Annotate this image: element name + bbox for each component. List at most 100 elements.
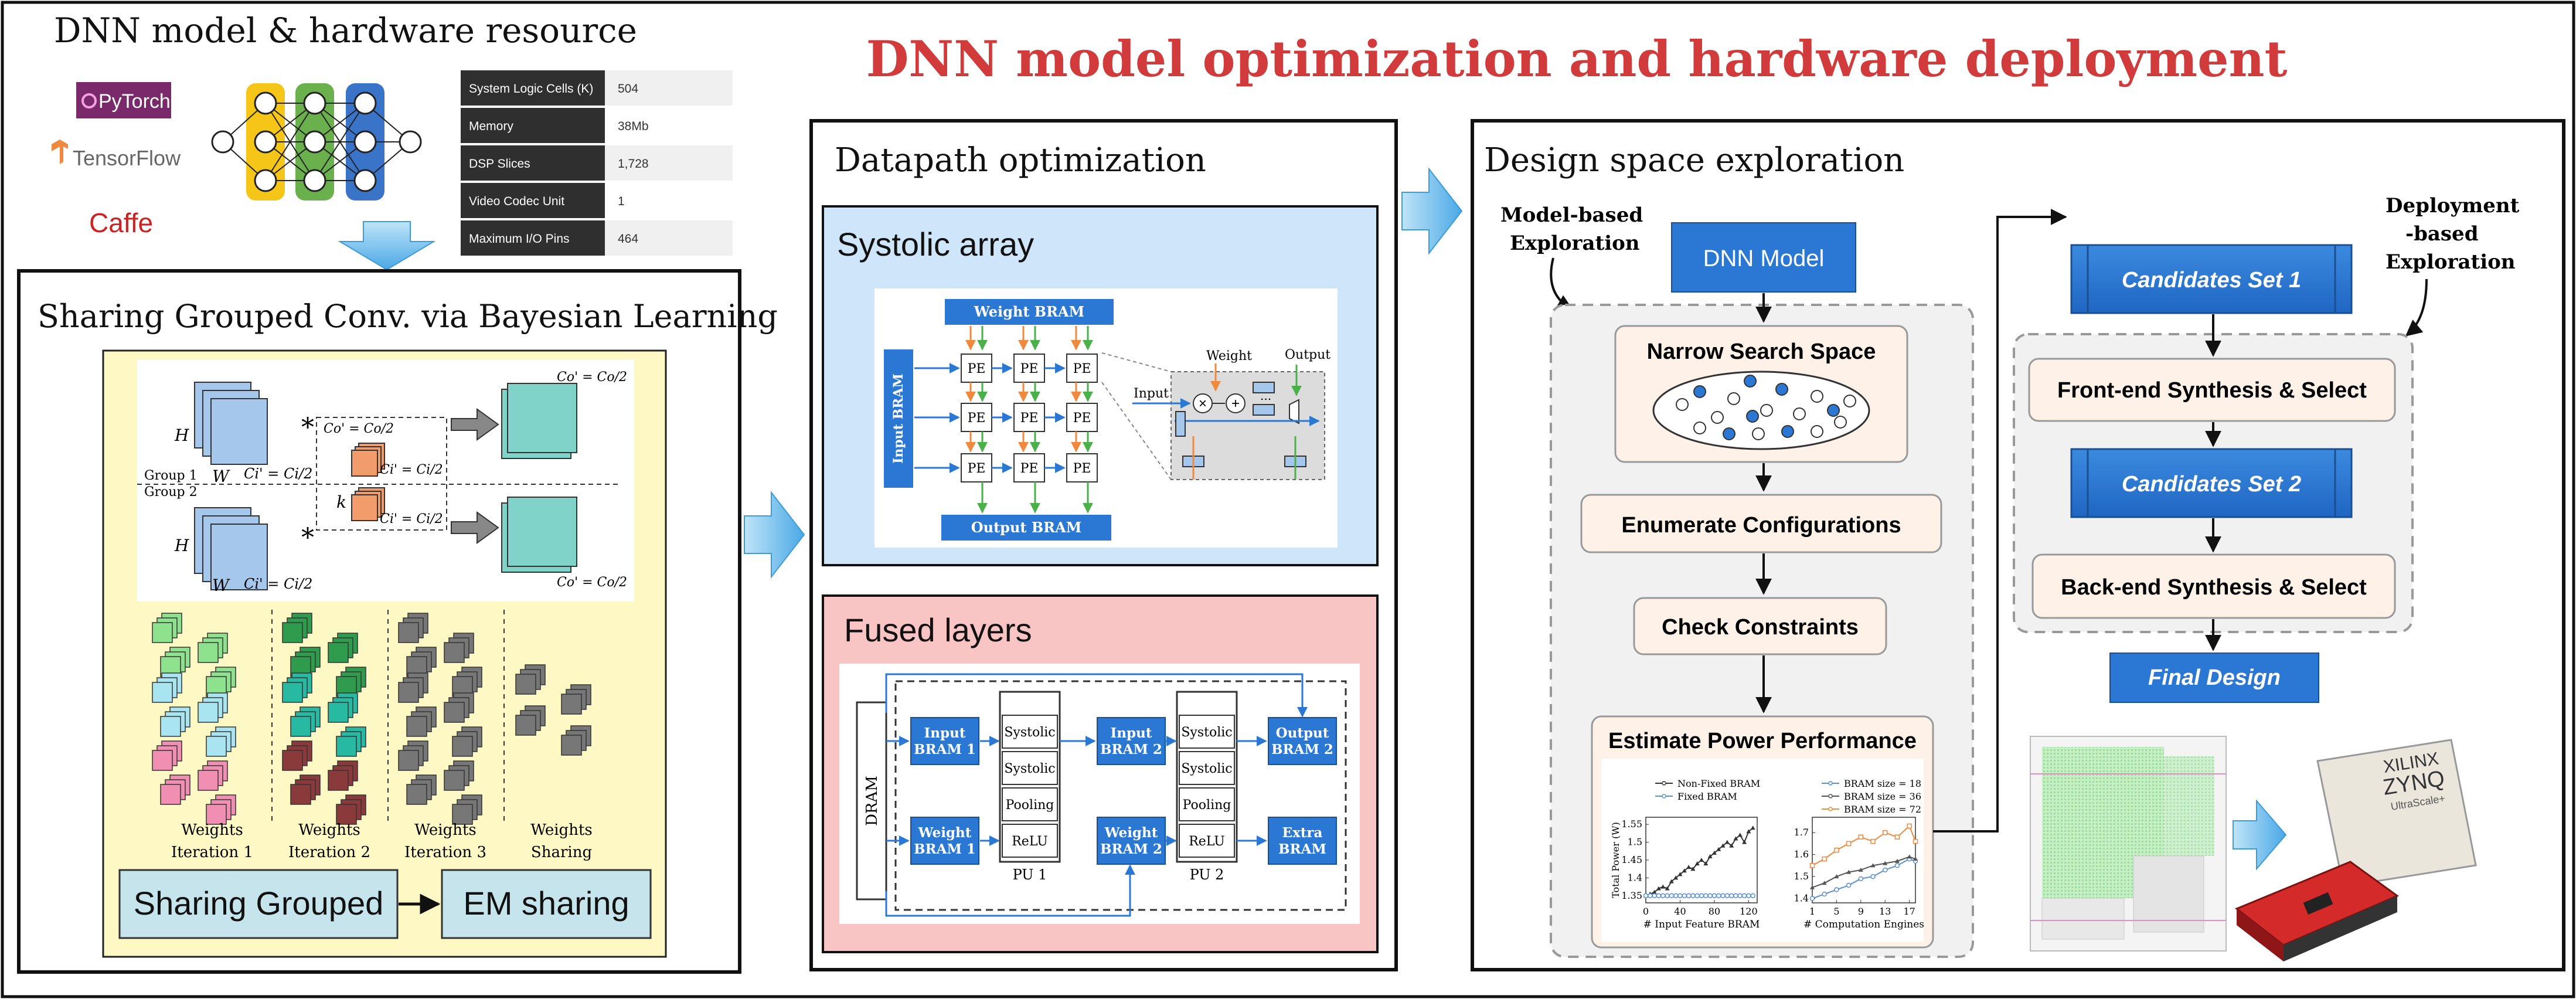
weight-cube	[561, 684, 591, 715]
iteration-label-line1: Weights	[414, 821, 477, 839]
search-point	[1693, 422, 1706, 434]
nn-node	[303, 169, 326, 192]
data-point	[1737, 833, 1743, 837]
data-point	[1665, 893, 1670, 899]
enumerate-box	[1580, 494, 1942, 553]
search-point	[1775, 383, 1788, 396]
label-ci-top: Ci' = Ci/2	[244, 465, 312, 482]
pu-stage	[1179, 715, 1235, 749]
data-point	[1707, 893, 1713, 899]
search-point	[1827, 404, 1840, 417]
conv-star-bottom: *	[301, 523, 314, 553]
nn-input-node	[211, 130, 234, 154]
data-point	[1858, 876, 1864, 882]
pe-cell	[1013, 403, 1045, 432]
fused-block-label: BRAM	[1278, 841, 1326, 857]
pe-register-2	[1253, 404, 1275, 416]
iteration-label-line2: Sharing	[531, 844, 592, 861]
neural-network-icon	[211, 83, 422, 201]
legend-entry: Fixed BRAM	[1677, 791, 1737, 802]
weight-cube	[282, 672, 312, 703]
data-point	[1742, 840, 1747, 844]
deployment-line1: Deployment	[2386, 194, 2520, 218]
fused-block-label: BRAM 2	[1271, 742, 1333, 757]
search-point	[1727, 392, 1740, 405]
pe-cell	[961, 403, 992, 432]
x-tick-label: 0	[1643, 906, 1649, 917]
dnn-model-label: DNN Model	[1703, 246, 1825, 271]
data-point	[1746, 893, 1751, 899]
search-point	[1834, 416, 1847, 429]
fused-extra-bram-block	[1268, 817, 1337, 865]
y-tick-label: 1.45	[1621, 854, 1642, 865]
candidates-box	[2070, 448, 2353, 518]
pu-stage-label: Pooling	[1183, 798, 1231, 813]
data-point	[1834, 847, 1839, 853]
gray-arrow-top	[451, 408, 499, 441]
nn-node	[303, 91, 326, 115]
data-point	[1690, 893, 1696, 899]
data-point	[1750, 893, 1755, 899]
search-point	[1711, 411, 1724, 424]
data-point	[1894, 863, 1900, 868]
data-point	[1694, 893, 1700, 899]
sharing-grouped-box	[118, 869, 399, 939]
data-point	[1682, 868, 1687, 873]
framework-logos: PyTorch TensorFlow Caffe	[52, 82, 181, 238]
label-co-top: Co' = Co/2	[557, 370, 627, 385]
weight-cube	[398, 740, 428, 771]
connector-estimate-to-candidates	[1933, 209, 2067, 833]
weight-cube	[198, 633, 228, 663]
grouped-conv-diagram: H W Ci' = Ci/2 H W Ci' = Ci/2 Group 1 Gr…	[137, 370, 627, 595]
fused-weight-bram1-block	[910, 817, 979, 865]
weight-cube	[160, 706, 190, 737]
weight-cube	[452, 726, 482, 757]
pu-stage	[1179, 751, 1235, 785]
pe-label: PE	[1073, 362, 1091, 376]
data-point	[1858, 867, 1863, 872]
pu-stage	[1002, 787, 1058, 821]
data-point	[1870, 863, 1876, 868]
y-tick-label: 1.35	[1621, 890, 1642, 901]
weight-cube	[290, 774, 321, 805]
data-point	[1737, 893, 1743, 899]
data-point	[1822, 881, 1827, 885]
pe-mux	[1289, 399, 1299, 424]
data-point	[1728, 893, 1734, 899]
arrow-to-dse	[1401, 167, 1463, 255]
input-bram-label: Input BRAM	[891, 373, 906, 464]
pe-input-label: Input	[1134, 386, 1169, 401]
iteration-label-line1: Weights	[530, 821, 593, 839]
label-h-bottom: H	[174, 536, 189, 555]
y-tick-label: 1.4	[1794, 893, 1809, 904]
model-based-line2: Exploration	[1510, 232, 1640, 255]
pu-stage	[1002, 715, 1058, 749]
pytorch-badge	[76, 82, 171, 118]
label-w-bottom: W	[212, 576, 230, 595]
kernel-orange	[351, 487, 385, 521]
label-h-top: H	[174, 426, 189, 445]
fused-figure	[839, 664, 1360, 924]
y-tick-label: 1.6	[1794, 849, 1809, 860]
em-sharing-box	[441, 869, 652, 939]
data-point	[1913, 857, 1918, 861]
pe-cell	[961, 453, 992, 482]
search-point	[1781, 425, 1794, 438]
data-point	[1720, 843, 1726, 848]
data-point	[1699, 893, 1704, 899]
search-point	[1744, 375, 1757, 388]
search-point	[1793, 407, 1806, 420]
adder-icon	[1226, 393, 1246, 413]
x-tick-label: 1	[1809, 906, 1815, 917]
output-top-stack	[501, 383, 577, 459]
data-point	[1660, 884, 1666, 889]
kernel-teal	[351, 443, 385, 477]
pu-stage	[1002, 751, 1058, 785]
legend-entry: BRAM size = 18	[1844, 778, 1921, 789]
data-point	[1652, 889, 1657, 894]
